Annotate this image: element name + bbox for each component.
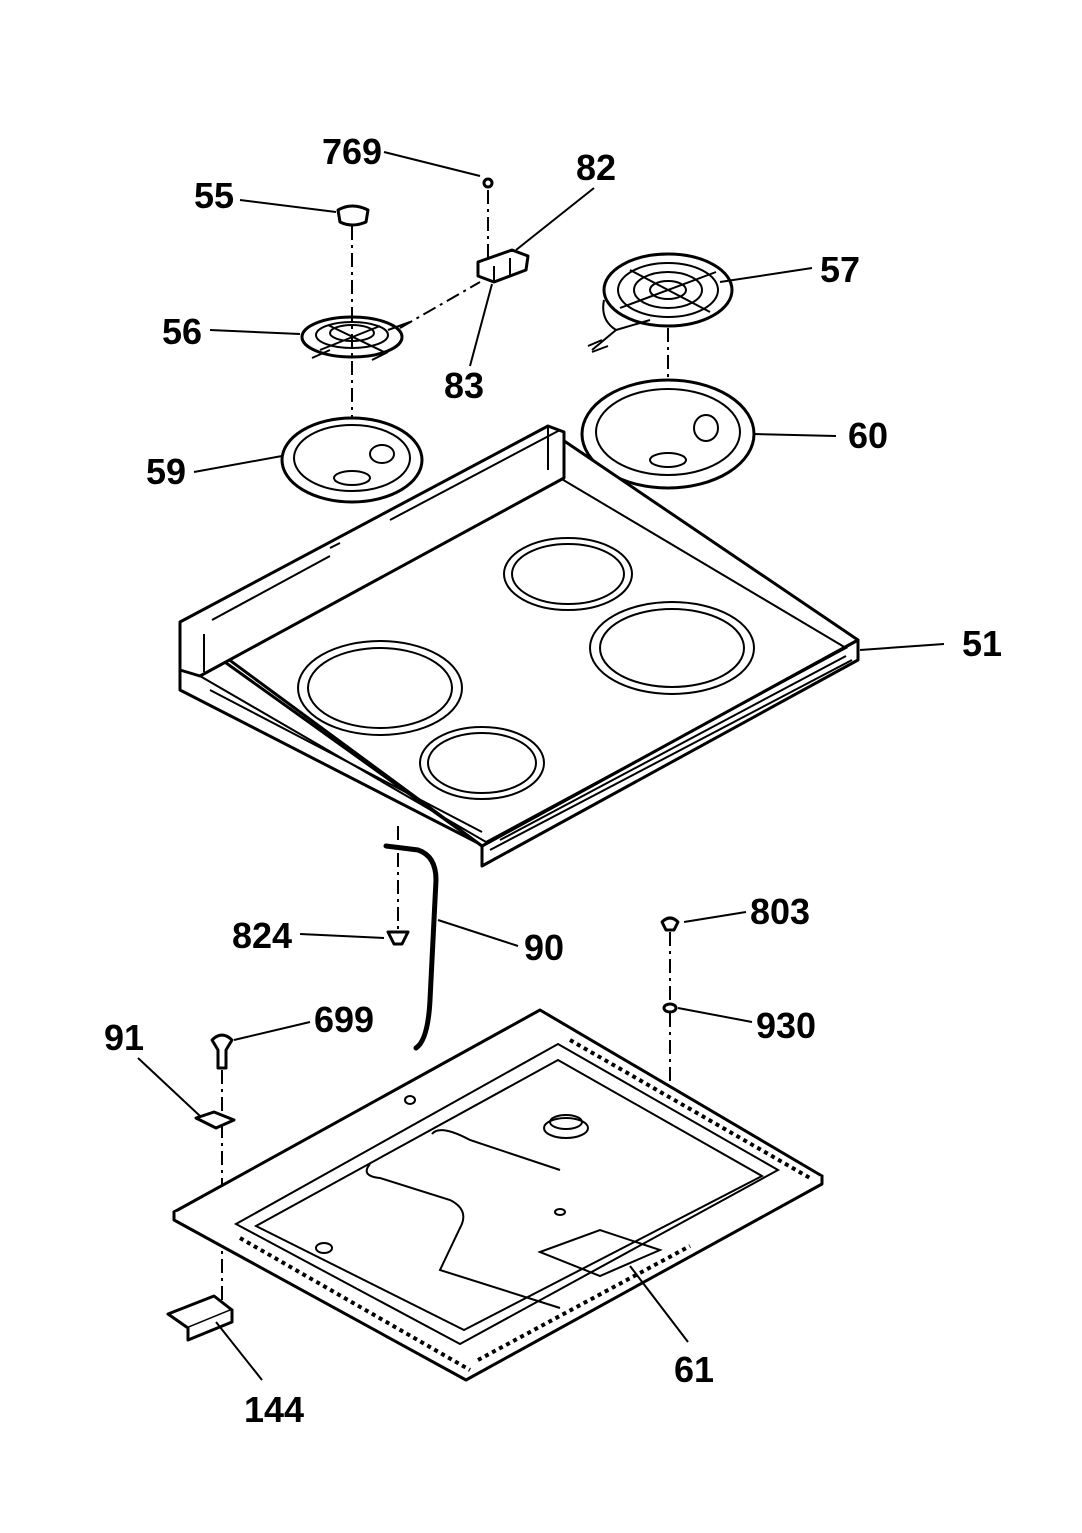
callout-91: 91 [104, 1017, 144, 1058]
bracket-144[interactable] [166, 1294, 234, 1342]
leader-lines [137, 151, 945, 1381]
callout-699: 699 [314, 999, 374, 1040]
drip-pan-small-59[interactable] [280, 416, 424, 504]
callout-51: 51 [962, 623, 1002, 664]
cooktop-main-top-51[interactable] [178, 424, 860, 868]
callout-57: 57 [820, 249, 860, 290]
surface-unit-large-57[interactable] [587, 252, 734, 353]
callout-82: 82 [576, 147, 616, 188]
callout-60: 60 [848, 415, 888, 456]
callout-83: 83 [444, 365, 484, 406]
callout-61: 61 [674, 1349, 714, 1390]
terminal-block-82[interactable] [476, 248, 530, 284]
screw-803[interactable] [660, 916, 680, 932]
callout-144: 144 [244, 1389, 304, 1430]
callout-59: 59 [146, 451, 186, 492]
callout-769: 769 [322, 131, 382, 172]
callout-56: 56 [162, 311, 202, 352]
callout-90: 90 [524, 927, 564, 968]
callout-824: 824 [232, 915, 292, 956]
burner-cap-55[interactable] [336, 204, 370, 227]
callout-55: 55 [194, 175, 234, 216]
screw-824[interactable] [386, 930, 410, 946]
callout-803: 803 [750, 891, 810, 932]
surface-unit-small-56[interactable] [300, 315, 411, 361]
callout-930: 930 [756, 1005, 816, 1046]
screw-699[interactable] [210, 1033, 234, 1070]
bottom-pan-61[interactable] [172, 1008, 824, 1382]
ground-wire-90[interactable] [383, 843, 439, 1051]
bracket-91[interactable] [194, 1110, 236, 1130]
washer-930[interactable] [662, 1002, 678, 1014]
axis-line-56-to-83 [399, 281, 481, 329]
screw-769[interactable] [482, 177, 494, 189]
